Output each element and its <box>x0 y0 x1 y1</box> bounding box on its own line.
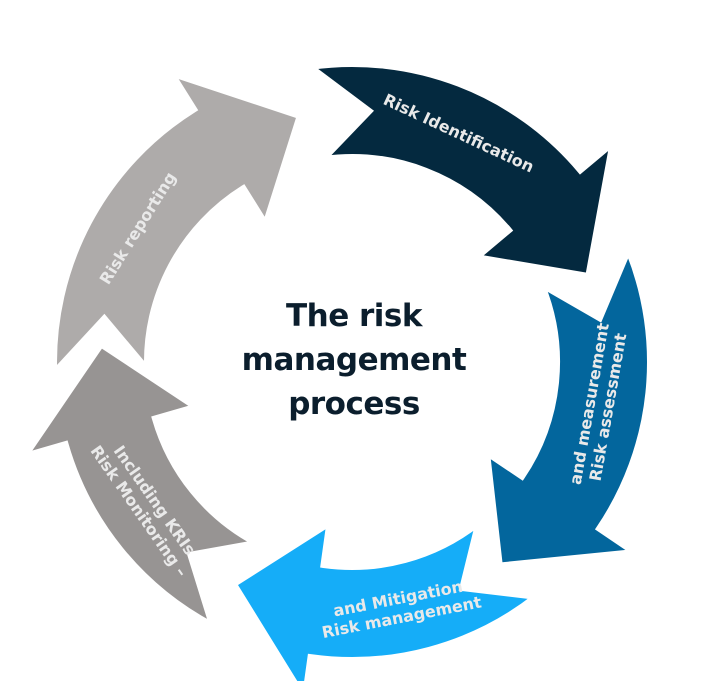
arrow-monitoring <box>18 340 265 632</box>
title-line-2: management <box>241 342 467 378</box>
cycle-arrows <box>18 60 653 681</box>
arrow-reporting <box>51 68 304 380</box>
title-line-3: process <box>288 386 420 422</box>
diagram-title: The risk management process <box>229 294 479 426</box>
arrow-assessment <box>483 242 653 569</box>
title-line-1: The risk <box>285 298 423 334</box>
arrow-identification <box>302 60 617 280</box>
arrow-management <box>229 515 544 681</box>
